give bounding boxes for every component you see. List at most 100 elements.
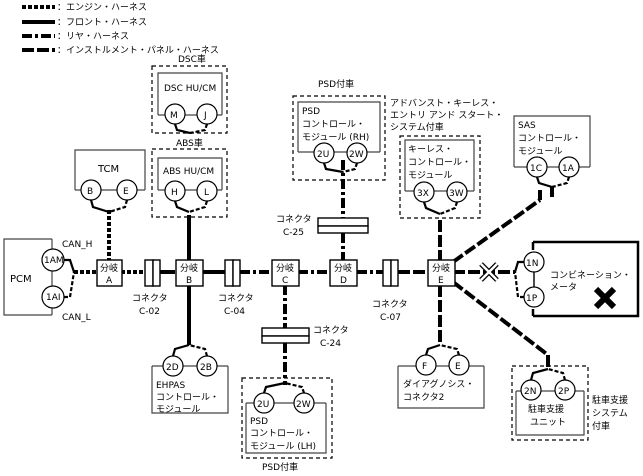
connector-c-02: コネクタ C-02 — [132, 259, 168, 317]
can-l-label: CAN_L — [62, 313, 91, 323]
svg-text:C-07: C-07 — [380, 313, 401, 323]
svg-text:コネクタ: コネクタ — [218, 293, 254, 304]
svg-text:3X: 3X — [417, 189, 429, 199]
svg-text:DSC車: DSC車 — [178, 53, 206, 65]
main-bus — [74, 160, 550, 385]
can-h-label: CAN_H — [62, 240, 92, 250]
svg-text:コネクタ: コネクタ — [132, 293, 168, 304]
legend-front-label: ：フロント・ハーネス — [57, 17, 147, 28]
svg-text:PSD: PSD — [302, 107, 320, 117]
svg-text:2U: 2U — [257, 400, 269, 410]
svg-text:A: A — [106, 276, 113, 286]
tcm-module: TCM B E — [74, 149, 146, 214]
diagnosis-connector-module: F E ダイアグノシス・ コネクタ2 — [397, 343, 485, 409]
svg-text:メータ: メータ — [550, 282, 577, 293]
pcm-module: PCM 1AM 1AI CAN_H CAN_L — [3, 238, 92, 323]
svg-text:C-25: C-25 — [283, 228, 304, 238]
svg-text:分岐: 分岐 — [276, 262, 294, 274]
svg-text:H: H — [171, 188, 178, 198]
junction-a: 分岐 A — [96, 259, 123, 287]
ehpas-module: 2D 2B EHPAS コントロール・ モジュール — [151, 343, 229, 415]
svg-text:2D: 2D — [166, 363, 179, 373]
svg-text:分岐: 分岐 — [100, 262, 118, 274]
svg-text:C: C — [282, 276, 288, 286]
svg-text:2U: 2U — [317, 150, 329, 160]
svg-text:L: L — [204, 188, 209, 198]
fault-x-icon — [593, 286, 617, 310]
svg-text:C-24: C-24 — [320, 339, 341, 349]
junction-c: 分岐 C — [271, 259, 300, 287]
svg-text:コネクタ: コネクタ — [372, 299, 408, 310]
svg-text:分岐: 分岐 — [432, 262, 450, 274]
svg-text:2W: 2W — [349, 150, 364, 160]
svg-text:コントロール・: コントロール・ — [302, 120, 365, 130]
svg-text:駐車支援: 駐車支援 — [528, 403, 564, 415]
legend-rear-label: ：リヤ・ハーネス — [57, 31, 129, 42]
svg-text:1AM: 1AM — [44, 256, 64, 266]
svg-text:1A: 1A — [562, 164, 575, 174]
connector-c-24: コネクタ C-24 — [261, 325, 349, 349]
svg-text:コネクタ2: コネクタ2 — [403, 392, 444, 403]
connector-c-04: コネクタ C-04 — [218, 259, 254, 317]
svg-text:2B: 2B — [200, 363, 212, 373]
svg-text:ユニット: ユニット — [530, 418, 566, 428]
svg-text:D: D — [340, 276, 347, 286]
svg-text:2W: 2W — [296, 400, 311, 410]
abs-module: ABS車 ABS HU/CM H L — [151, 137, 228, 218]
svg-text:2P: 2P — [558, 387, 570, 397]
svg-text:コンビネーション・: コンビネーション・ — [550, 270, 631, 281]
svg-text:キーレス・: キーレス・ — [408, 145, 453, 155]
svg-text:E: E — [455, 362, 461, 372]
svg-text:B: B — [87, 187, 93, 197]
svg-text:E: E — [123, 187, 129, 197]
open-circuit-x-icon — [479, 262, 499, 282]
svg-text:システム: システム — [592, 408, 628, 419]
svg-text:1AI: 1AI — [46, 293, 61, 303]
svg-text:1P: 1P — [526, 294, 538, 304]
keyless-module: アドバンスト・キーレス・ エントリ アンド スタート・ システム付車 キーレス・… — [390, 98, 503, 219]
svg-text:モジュール (RH): モジュール (RH) — [302, 133, 369, 143]
svg-text:コントロール・: コントロール・ — [250, 429, 313, 439]
svg-text:ABS車: ABS車 — [176, 137, 203, 149]
svg-text:コントロール・: コントロール・ — [518, 134, 581, 144]
svg-text:アドバンスト・キーレス・: アドバンスト・キーレス・ — [390, 98, 498, 109]
junction-e: 分岐 E — [427, 259, 456, 287]
svg-text:J: J — [203, 111, 207, 121]
svg-text:ABS HU/CM: ABS HU/CM — [163, 167, 214, 177]
psd-rh-module: PSD付車 PSD コントロール・ モジュール (RH) 2U 2W — [292, 78, 386, 181]
junction-b: 分岐 B — [175, 259, 204, 287]
svg-text:SAS: SAS — [518, 121, 536, 131]
svg-text:ダイアグノシス・: ダイアグノシス・ — [403, 378, 474, 390]
svg-text:コネクタ: コネクタ — [276, 214, 312, 225]
svg-text:PSD: PSD — [250, 417, 268, 427]
svg-text:システム付車: システム付車 — [390, 121, 444, 133]
svg-text:モジュール: モジュール — [408, 171, 452, 181]
svg-text:C-02: C-02 — [139, 307, 160, 317]
parking-assist-module: 2N 2P 駐車支援 ユニット 駐車支援 システム 付車 — [511, 365, 628, 441]
legend-engine-label: ：エンジン・ハーネス — [57, 2, 147, 13]
svg-text:M: M — [170, 111, 178, 121]
svg-text:EHPAS: EHPAS — [156, 381, 185, 391]
connector-c-25: コネクタ C-25 — [276, 214, 369, 238]
svg-text:B: B — [186, 276, 192, 286]
svg-text:コントロール・: コントロール・ — [408, 158, 471, 168]
svg-text:駐車支援: 駐車支援 — [592, 394, 628, 406]
svg-text:F: F — [422, 362, 427, 372]
sas-module: SAS コントロール・ モジュール 1C 1A — [513, 115, 591, 197]
svg-text:E: E — [438, 276, 444, 286]
svg-text:C-04: C-04 — [224, 307, 245, 317]
svg-text:PSD付車: PSD付車 — [318, 78, 354, 90]
svg-text:1N: 1N — [526, 259, 538, 269]
svg-text:DSC HU/CM: DSC HU/CM — [164, 84, 216, 94]
legend-instrument-label: ：インストルメント・パネル・ハーネス — [57, 45, 219, 56]
svg-text:PSD付車: PSD付車 — [262, 461, 298, 473]
svg-text:2N: 2N — [524, 387, 536, 397]
svg-text:付車: 付車 — [592, 420, 610, 432]
combination-meter-module: 1N 1P コンビネーション・ メータ — [479, 240, 640, 318]
connector-c-07: コネクタ C-07 — [372, 259, 408, 323]
svg-text:コネクタ: コネクタ — [313, 325, 349, 336]
svg-text:TCM: TCM — [97, 164, 119, 175]
dsc-module: DSC車 DSC HU/CM M J — [151, 53, 228, 135]
svg-text:コントロール・: コントロール・ — [156, 393, 219, 403]
